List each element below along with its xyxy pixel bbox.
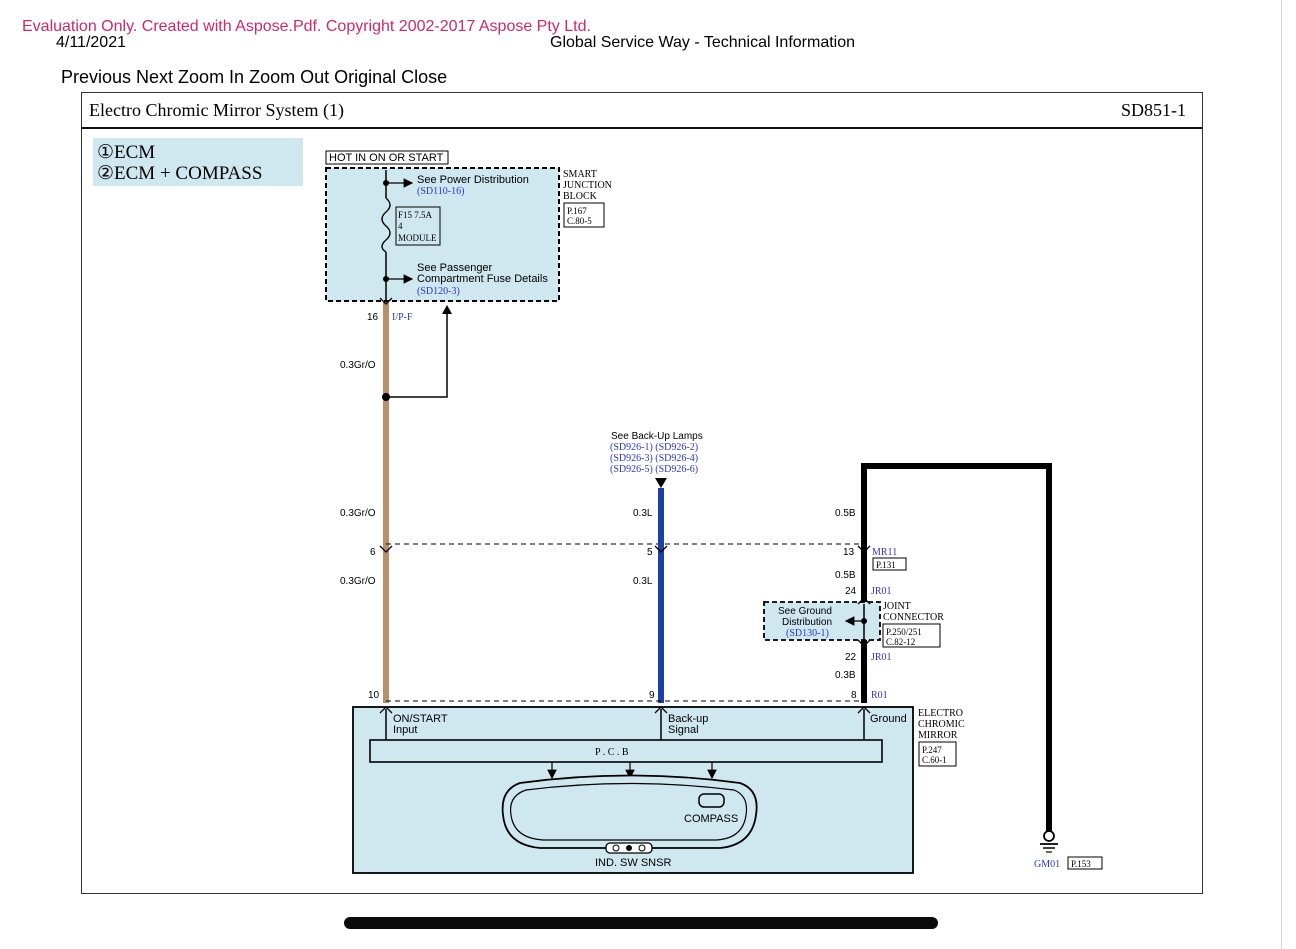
joint-name-1: JOINT [883,601,911,612]
previous-link[interactable]: Previous [61,67,132,87]
fuse-symbol [381,197,391,253]
joint-ref-1: P.250/251 [886,627,922,637]
pin-22: 22 [845,652,857,663]
viewer-toolbar: Previous Next Zoom In Zoom Out Original … [61,67,447,88]
backup-label: See Back-Up Lamps [611,431,703,442]
pin-9: 9 [649,690,655,701]
conn-ipf: I/P-F [392,312,413,323]
pin-16: 16 [367,312,379,323]
mirror-outline [501,774,758,849]
conn-jr01-b: JR01 [871,652,892,663]
see-passenger-2: Compartment Fuse Details [417,273,548,285]
smart-junction-block [325,167,560,302]
input-onstart-1: ON/START [393,713,448,725]
pin-10: 10 [368,690,380,701]
see-ground-ref: (SD130-1) [786,628,829,639]
close-link[interactable]: Close [401,67,448,87]
fuse-rating: F15 7.5A [398,210,433,220]
legend-ecm: ①ECM [97,142,156,163]
pin-8: 8 [851,690,857,701]
backup-refs-2: (SD926-3) (SD926-4) [610,453,698,464]
mirror-name-2: CHROMIC [918,719,965,730]
sjb-ref-box [563,202,605,228]
wire-b [861,463,1052,832]
compass-label: COMPASS [684,813,738,825]
joint-name-2: CONNECTOR [883,612,944,623]
legend-box [93,138,303,186]
ground-label: GM01 [1034,859,1060,870]
sjb-name-2: JUNCTION [563,180,612,191]
backup-refs-3: (SD926-5) (SD926-6) [610,464,698,475]
buttons-label: IND. SW SNSR [595,857,671,869]
diagram-title: Electro Chromic Mirror System (1) [89,100,344,120]
horizontal-scrollbar[interactable] [344,917,938,929]
wire-label-gro-3: 0.3Gr/O [340,576,376,587]
joint-ref-2: C.82-12 [886,637,915,647]
fuse-number: 4 [398,221,403,231]
conn-r01: R01 [871,690,888,701]
original-link[interactable]: Original [334,67,397,87]
mirror-name-1: ELECTRO [918,708,963,719]
sjb-ref-2: C.80-5 [567,216,592,226]
page-edge [1281,0,1282,949]
pcb-bar [369,739,883,763]
fuse-name: MODULE [398,233,437,243]
see-passenger-ref: (SD120-3) [417,286,460,297]
pin-13: 13 [843,547,855,558]
sjb-name-1: SMART [563,169,597,180]
document-title: Global Service Way - Technical Informati… [550,34,856,51]
input-backup-2: Signal [668,724,699,736]
see-power-ref: (SD110-16) [417,186,464,197]
zoom-out-link[interactable]: Zoom Out [249,67,330,87]
diagram-frame [81,92,1203,894]
compass-display [698,793,725,808]
input-backup-1: Back-up [668,713,708,725]
pin-6: 6 [370,547,376,558]
mirror-ref-1: P.247 [922,745,942,755]
wire-label-gro-2: 0.3Gr/O [340,508,376,519]
see-passenger-1: See Passenger [417,262,493,274]
wire-label-b-1: 0.5B [835,508,856,519]
ground-ref: P.153 [1071,859,1091,869]
legend-ecm-compass: ②ECM + COMPASS [97,163,263,184]
fuse-box [395,206,441,246]
pcb-label: P . C . B [595,747,629,758]
input-ground: Ground [870,713,907,725]
wire-label-l-1: 0.3L [633,508,653,519]
conn-mr11: MR11 [872,547,897,558]
input-onstart-2: Input [393,724,417,736]
diagram-header-rule [81,127,1202,129]
watermark-text: Evaluation Only. Created with Aspose.Pdf… [22,18,591,35]
print-date: 4/11/2021 [56,34,126,51]
pin-24: 24 [845,586,857,597]
wire-label-l-2: 0.3L [633,576,653,587]
see-ground-1: See Ground [778,606,832,617]
diagram-code: SD851-1 [1121,100,1187,120]
wire-label-gro-1: 0.3Gr/O [340,360,376,371]
mirror-name-3: MIRROR [918,730,958,741]
conn-jr01-a: JR01 [871,586,892,597]
sjb-name-3: BLOCK [563,191,598,202]
sjb-ref-1: P.167 [567,206,587,216]
wire-label-b-2: 0.5B [835,570,856,581]
see-power-label: See Power Distribution [417,174,529,186]
see-ground-2: Distribution [782,617,832,628]
power-label: HOT IN ON OR START [329,152,444,164]
wire-label-b-3: 0.3B [835,670,856,681]
pin-5: 5 [647,547,653,558]
power-label-box [325,150,449,165]
mr11-ref: P.131 [876,560,896,570]
mirror-ref-2: C.60-1 [922,755,947,765]
zoom-in-link[interactable]: Zoom In [178,67,245,87]
next-link[interactable]: Next [136,67,174,87]
backup-refs-1: (SD926-1) (SD926-2) [610,442,698,453]
